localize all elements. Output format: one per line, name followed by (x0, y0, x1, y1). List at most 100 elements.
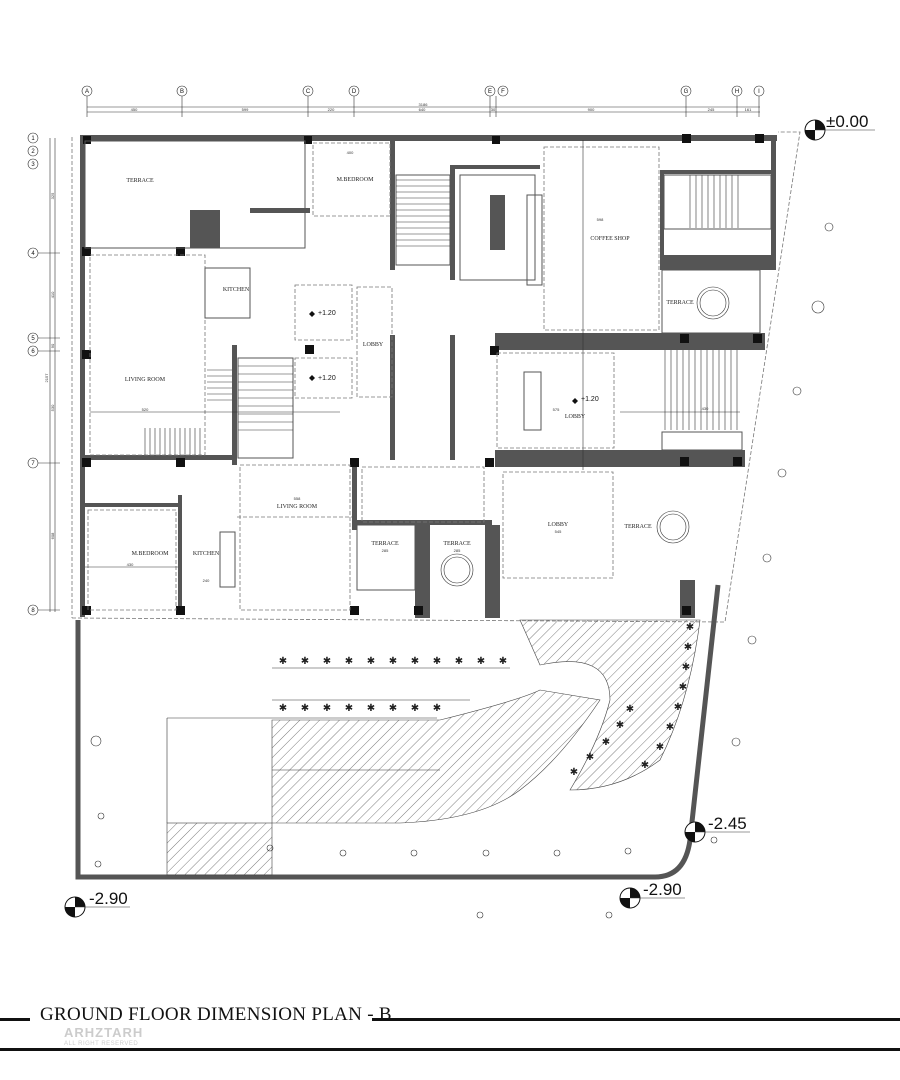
svg-text:✱: ✱ (602, 737, 610, 748)
dim-text: 900 (588, 107, 595, 112)
grid-bubble: C (302, 85, 314, 117)
grid-bubble: F (495, 85, 509, 117)
structural-columns (82, 134, 764, 615)
level-marker-yard-sw: -2.90 (64, 889, 130, 918)
svg-text:✱: ✱ (389, 703, 397, 714)
svg-text:7: 7 (31, 461, 35, 467)
grid-bubble: B (176, 85, 188, 117)
svg-text:✱: ✱ (433, 656, 441, 667)
grid-bubble: 2 (27, 145, 39, 157)
grid-bubble: E (484, 85, 496, 117)
grid-bubble: 4 (27, 247, 60, 259)
dim-text: 430 (702, 406, 709, 411)
svg-text:✱: ✱ (367, 703, 375, 714)
dim-text: 530 (50, 404, 55, 411)
svg-text:✱: ✱ (345, 656, 353, 667)
svg-text:✱: ✱ (641, 760, 649, 771)
svg-text:2: 2 (31, 149, 35, 155)
planter-row: ✱✱✱✱✱✱✱✱✱✱✱ ✱✱✱✱✱✱✱✱ ✱✱✱✱✱✱✱✱ ✱✱✱✱✱ (279, 622, 694, 778)
left-grid-axis: 1 2 3 4 5 6 7 8 2157 325 410 90 530 608 (27, 132, 73, 618)
svg-text:±0.00: ±0.00 (826, 112, 868, 131)
svg-text:+1.20: +1.20 (581, 396, 599, 403)
level-marker-mezz: +1.20 +1.20 +1.20 (309, 310, 599, 404)
rooms: TERRACE M.BEDROOM 400 LIVING ROOM 520 KI… (84, 140, 772, 611)
room-label-m-bedroom: M.BEDROOM (132, 551, 170, 557)
room-label-m-bedroom: M.BEDROOM (337, 177, 375, 183)
room-label-lobby: LOBBY (565, 414, 586, 420)
staircase (395, 174, 451, 266)
svg-text:A: A (85, 89, 89, 95)
dim-text: 640 (419, 107, 426, 112)
yard-circles (90, 222, 834, 919)
dim-text: 575 (553, 407, 560, 412)
svg-text:✱: ✱ (301, 703, 309, 714)
room-label-coffee-shop: COFFEE SHOP (590, 236, 630, 242)
watermark-brand: ARHZTARH (64, 1025, 144, 1040)
dim-text: 608 (50, 532, 55, 539)
svg-text:B: B (180, 89, 184, 95)
svg-text:✱: ✱ (679, 682, 687, 693)
dim-text: 240 (203, 578, 210, 583)
svg-text:✱: ✱ (345, 703, 353, 714)
svg-text:✱: ✱ (570, 767, 578, 778)
svg-text:H: H (735, 89, 739, 95)
svg-text:✱: ✱ (586, 752, 594, 763)
watermark-tagline: ALL RIGHT RESERVED (64, 1041, 139, 1047)
dim-text: 545 (555, 529, 562, 534)
svg-text:✱: ✱ (411, 656, 419, 667)
svg-text:3: 3 (31, 162, 35, 168)
title-rule-left (0, 1018, 30, 1021)
level-marker-entrance: ±0.00 (804, 112, 875, 141)
svg-text:F: F (501, 89, 505, 95)
svg-text:D: D (352, 89, 357, 95)
svg-text:✱: ✱ (323, 656, 331, 667)
room-label-terrace: TERRACE (443, 541, 471, 547)
room-label-kitchen: KITCHEN (223, 287, 250, 293)
room-label-lobby: LOBBY (363, 342, 384, 348)
svg-text:✱: ✱ (411, 703, 419, 714)
grid-bubble: 5 (27, 332, 60, 344)
svg-text:5: 5 (31, 336, 35, 342)
dim-text: 558 (294, 496, 301, 501)
room-label-terrace: TERRACE (371, 541, 399, 547)
svg-text:✱: ✱ (674, 702, 682, 713)
dim-text: 285 (454, 548, 461, 553)
svg-text:✱: ✱ (323, 703, 331, 714)
top-grid-axis: A B C D E F G H I 3186 450 599 220 640 3… (81, 85, 765, 117)
building-walls (80, 135, 777, 618)
grid-bubble: G (680, 85, 692, 117)
planter-ornament (440, 553, 474, 587)
svg-text:G: G (684, 89, 689, 95)
dim-text: 220 (328, 107, 335, 112)
level-marker-yard-s: -2.90 (619, 880, 685, 909)
watermark-logo: ARHZTARH ALL RIGHT RESERVED (64, 1024, 144, 1047)
dim-text: 598 (597, 217, 604, 222)
svg-text:✱: ✱ (433, 703, 441, 714)
svg-text:✱: ✱ (367, 656, 375, 667)
grid-bubble: A (81, 85, 93, 117)
svg-text:6: 6 (31, 349, 35, 355)
svg-text:+1.20: +1.20 (318, 375, 336, 382)
grid-bubble: D (348, 85, 360, 117)
svg-text:✱: ✱ (455, 656, 463, 667)
svg-text:✱: ✱ (682, 662, 690, 673)
svg-text:E: E (488, 89, 492, 95)
dim-overall: 3186 (419, 102, 429, 107)
svg-text:✱: ✱ (499, 656, 507, 667)
room-label-living-room: LIVING ROOM (277, 504, 318, 510)
svg-text:C: C (306, 89, 311, 95)
dim-text: 245 (708, 107, 715, 112)
svg-text:✱: ✱ (626, 704, 634, 715)
staircase (663, 174, 772, 230)
svg-text:✱: ✱ (477, 656, 485, 667)
dim-text: 2157 (44, 373, 49, 383)
staircase (144, 357, 294, 459)
svg-text:-2.45: -2.45 (708, 814, 747, 833)
svg-text:✱: ✱ (684, 642, 692, 653)
drawing-title: GROUND FLOOR DIMENSION PLAN - B (40, 1004, 392, 1025)
dim-text: 430 (127, 562, 134, 567)
dim-text: 400 (347, 150, 354, 155)
yard: ✱✱✱✱✱✱✱✱✱✱✱ ✱✱✱✱✱✱✱✱ ✱✱✱✱✱✱✱✱ ✱✱✱✱✱ (75, 222, 834, 919)
dim-text: 90 (50, 343, 55, 348)
